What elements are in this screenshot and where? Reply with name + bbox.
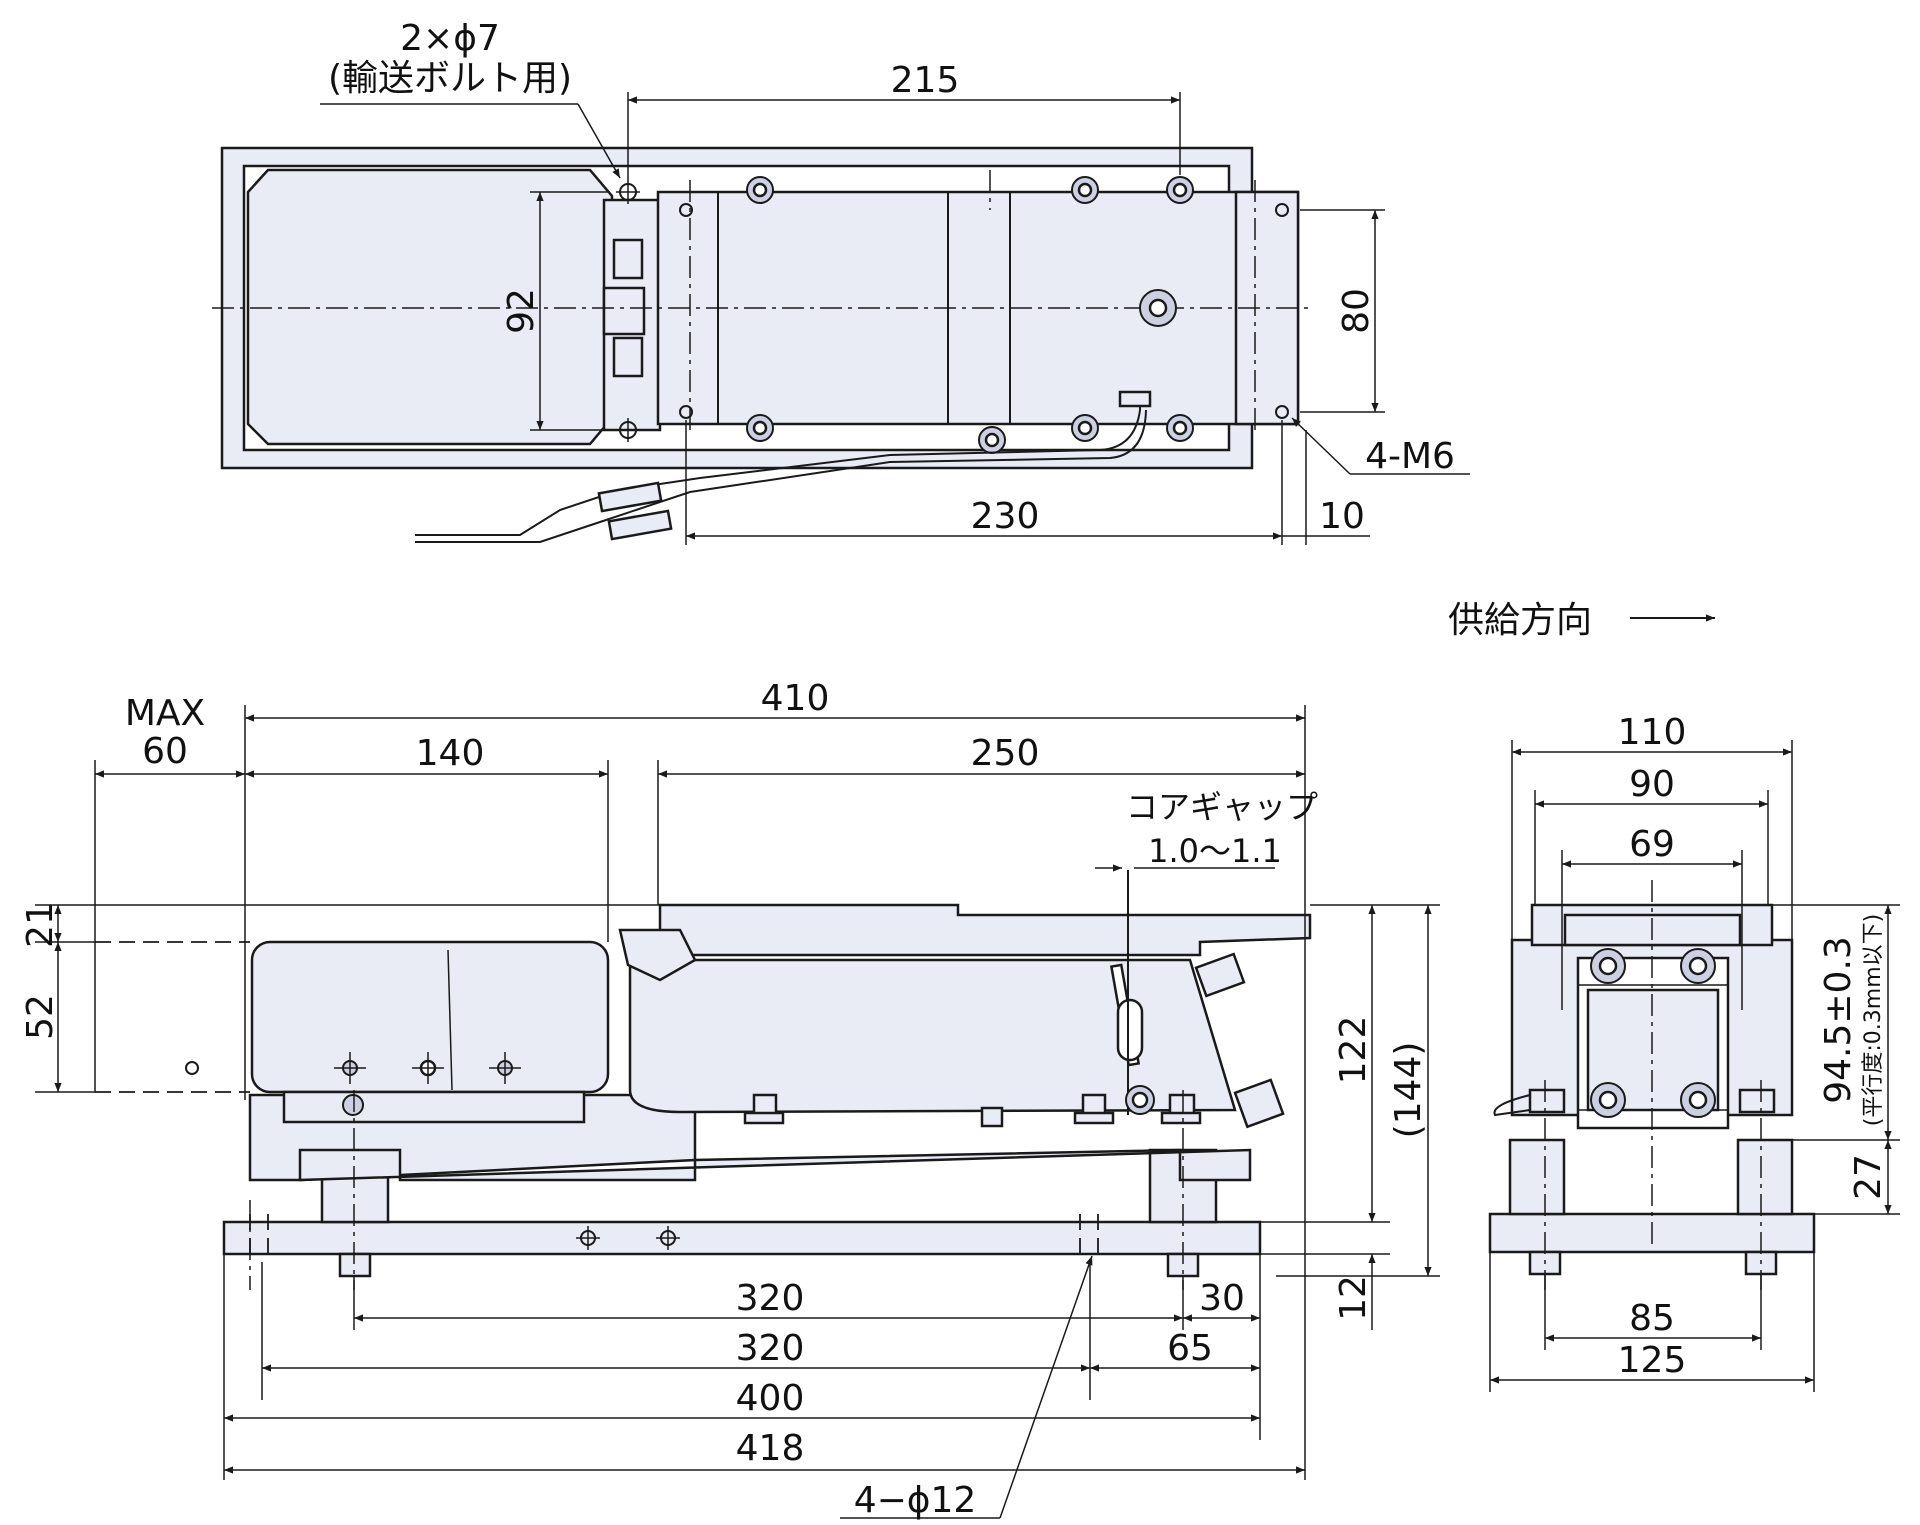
dim-144: (144) — [1388, 1042, 1429, 1139]
core-gap-value: 1.0〜1.1 — [1148, 832, 1282, 870]
top-tray-outline — [246, 168, 614, 446]
dim-69: 69 — [1629, 824, 1675, 865]
feed-direction-label: 供給方向 — [1448, 600, 1592, 641]
top-clamp — [602, 286, 646, 336]
dim-140: 140 — [416, 733, 485, 774]
dim-60: 60 — [142, 731, 188, 772]
hole-leader — [577, 103, 621, 179]
max-label: MAX — [125, 693, 205, 734]
dim-30: 30 — [1199, 1278, 1245, 1319]
dim-90: 90 — [1629, 764, 1675, 805]
dim-65: 65 — [1167, 1328, 1213, 1369]
dim-400: 400 — [736, 1378, 805, 1419]
hopper-markers — [334, 1052, 521, 1116]
top-holes — [616, 180, 1289, 442]
dim-94-5: 94.5±0.3 — [1818, 936, 1859, 1104]
dim-80: 80 — [1336, 288, 1377, 334]
side-view: 410 MAX 60 140 250 コアギャップ 1.0〜1.1 320 30… — [20, 678, 1440, 1521]
top-spring-block-1 — [612, 238, 644, 280]
tap-note: 4-M6 — [1365, 436, 1455, 477]
core-gap-label: コアギャップ — [1126, 788, 1318, 826]
top-mount-bolts — [746, 176, 1194, 454]
dim-122: 122 — [1333, 1016, 1374, 1085]
extension-dashed — [95, 941, 250, 1093]
adjust-slot — [1116, 998, 1144, 1062]
top-view: 215 2×ϕ7 (輸送ボルト用) 92 80 4-M6 230 10 — [212, 18, 1470, 545]
dim-418: 418 — [736, 1428, 805, 1469]
dim-320-b: 320 — [736, 1328, 805, 1369]
flatness-note: (平行度:0.3mm以下) — [1861, 914, 1886, 1126]
dim-110: 110 — [1618, 712, 1687, 753]
trough — [658, 903, 1312, 957]
dim-92: 92 — [501, 288, 542, 334]
dim-21: 21 — [20, 902, 61, 948]
hole-leader-side — [999, 1255, 1093, 1519]
top-spring-block-2 — [612, 336, 644, 378]
dim-250: 250 — [971, 733, 1040, 774]
feed-direction: 供給方向 — [1448, 600, 1715, 641]
top-connector-2 — [607, 509, 673, 541]
base-plate — [222, 1220, 1262, 1256]
dim-410: 410 — [761, 678, 830, 719]
end-bolts — [1590, 948, 1716, 1118]
dim-52: 52 — [20, 994, 61, 1040]
dim-85: 85 — [1629, 1298, 1675, 1339]
dim-320-a: 320 — [736, 1278, 805, 1319]
tap-leader — [1291, 417, 1351, 475]
dim-230: 230 — [971, 496, 1040, 537]
drive-unit — [628, 958, 1237, 1114]
hole-note-line2: (輸送ボルト用) — [328, 58, 572, 99]
dim-125: 125 — [1618, 1340, 1687, 1381]
dim-215: 215 — [891, 60, 960, 101]
hole-note-line1: 2×ϕ7 — [400, 18, 500, 59]
dim-10: 10 — [1319, 496, 1365, 537]
end-view: 110 90 69 94.5±0.3 (平行度:0.3mm以下) 27 85 1… — [1488, 712, 1900, 1392]
top-connector-1 — [597, 481, 663, 513]
dim-27: 27 — [1848, 1154, 1889, 1200]
hole-note-side: 4−ϕ12 — [854, 1480, 977, 1521]
dim-12: 12 — [1333, 1275, 1374, 1321]
